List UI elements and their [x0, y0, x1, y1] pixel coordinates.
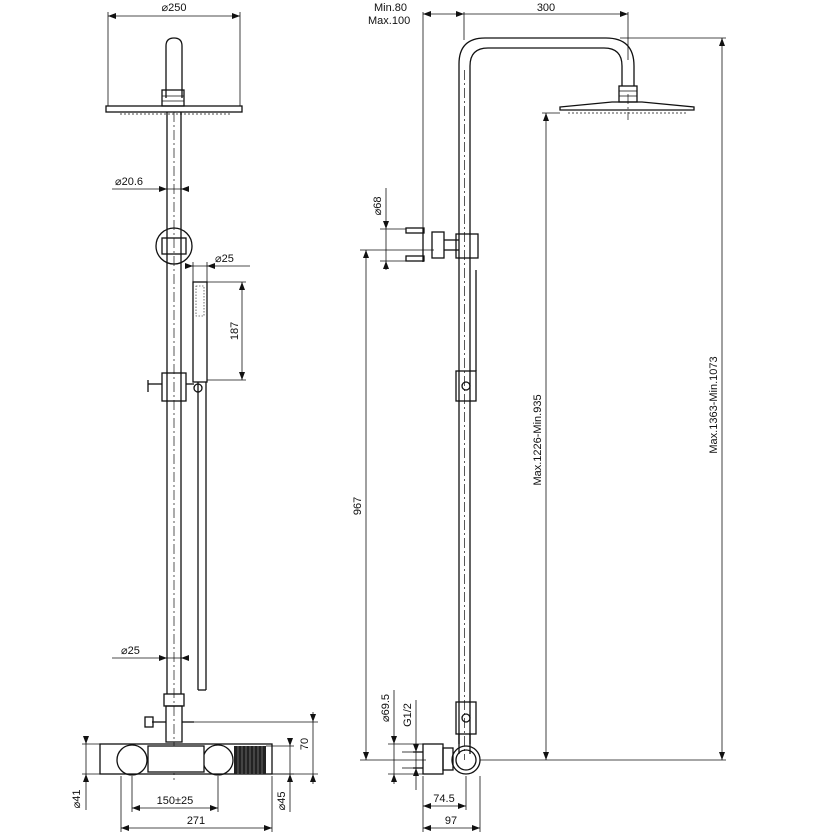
shower-head	[105, 105, 243, 113]
front-view: ⌀250 ⌀20.6 ⌀25	[71, 2, 318, 832]
dim-flange-diameter: ⌀69.5	[380, 694, 392, 722]
dim-outlet-height: Max.1226-Min.935	[532, 394, 544, 485]
dim-valve-height: 70	[299, 738, 311, 750]
dim-valve-width: 271	[187, 815, 205, 827]
dim-arm-reach: 300	[537, 2, 555, 14]
dim-wall-offset-min: Min.80	[374, 2, 407, 14]
slider-side	[455, 370, 477, 402]
dim-arm-diameter: ⌀20.6	[115, 176, 143, 188]
shower-head-side	[559, 101, 695, 111]
dim-hand-shower-diameter: ⌀25	[215, 253, 234, 265]
dim-thread: G1/2	[402, 703, 414, 727]
dim-valve-depth: 97	[445, 815, 457, 827]
dim-outlet-projection: 74.5	[433, 793, 454, 805]
dim-wall-offset-max: Max.100	[368, 15, 410, 27]
shower-arm	[458, 37, 635, 754]
thermostatic-valve	[99, 743, 273, 775]
dim-bracket-diameter: ⌀68	[372, 197, 384, 216]
hand-shower	[192, 281, 208, 383]
dim-hand-shower-length: 187	[229, 322, 241, 340]
wall-bracket	[155, 227, 193, 265]
dim-inlet-spacing: 150±25	[157, 795, 194, 807]
dim-overall-height: Max.1363-Min.1073	[708, 356, 720, 453]
wall-bracket-side	[431, 231, 445, 259]
dim-head-diameter: ⌀250	[162, 2, 187, 14]
dim-knob-diameter: ⌀45	[276, 792, 288, 811]
slider	[161, 372, 187, 402]
side-view: Min.80 Max.100 300	[352, 2, 726, 832]
dim-riser-diameter: ⌀25	[121, 645, 140, 657]
dim-valve-body-diameter: ⌀41	[71, 790, 83, 809]
dim-wall-offset: Min.80 Max.100	[368, 2, 410, 27]
dim-valve-to-bracket: 967	[352, 497, 364, 515]
